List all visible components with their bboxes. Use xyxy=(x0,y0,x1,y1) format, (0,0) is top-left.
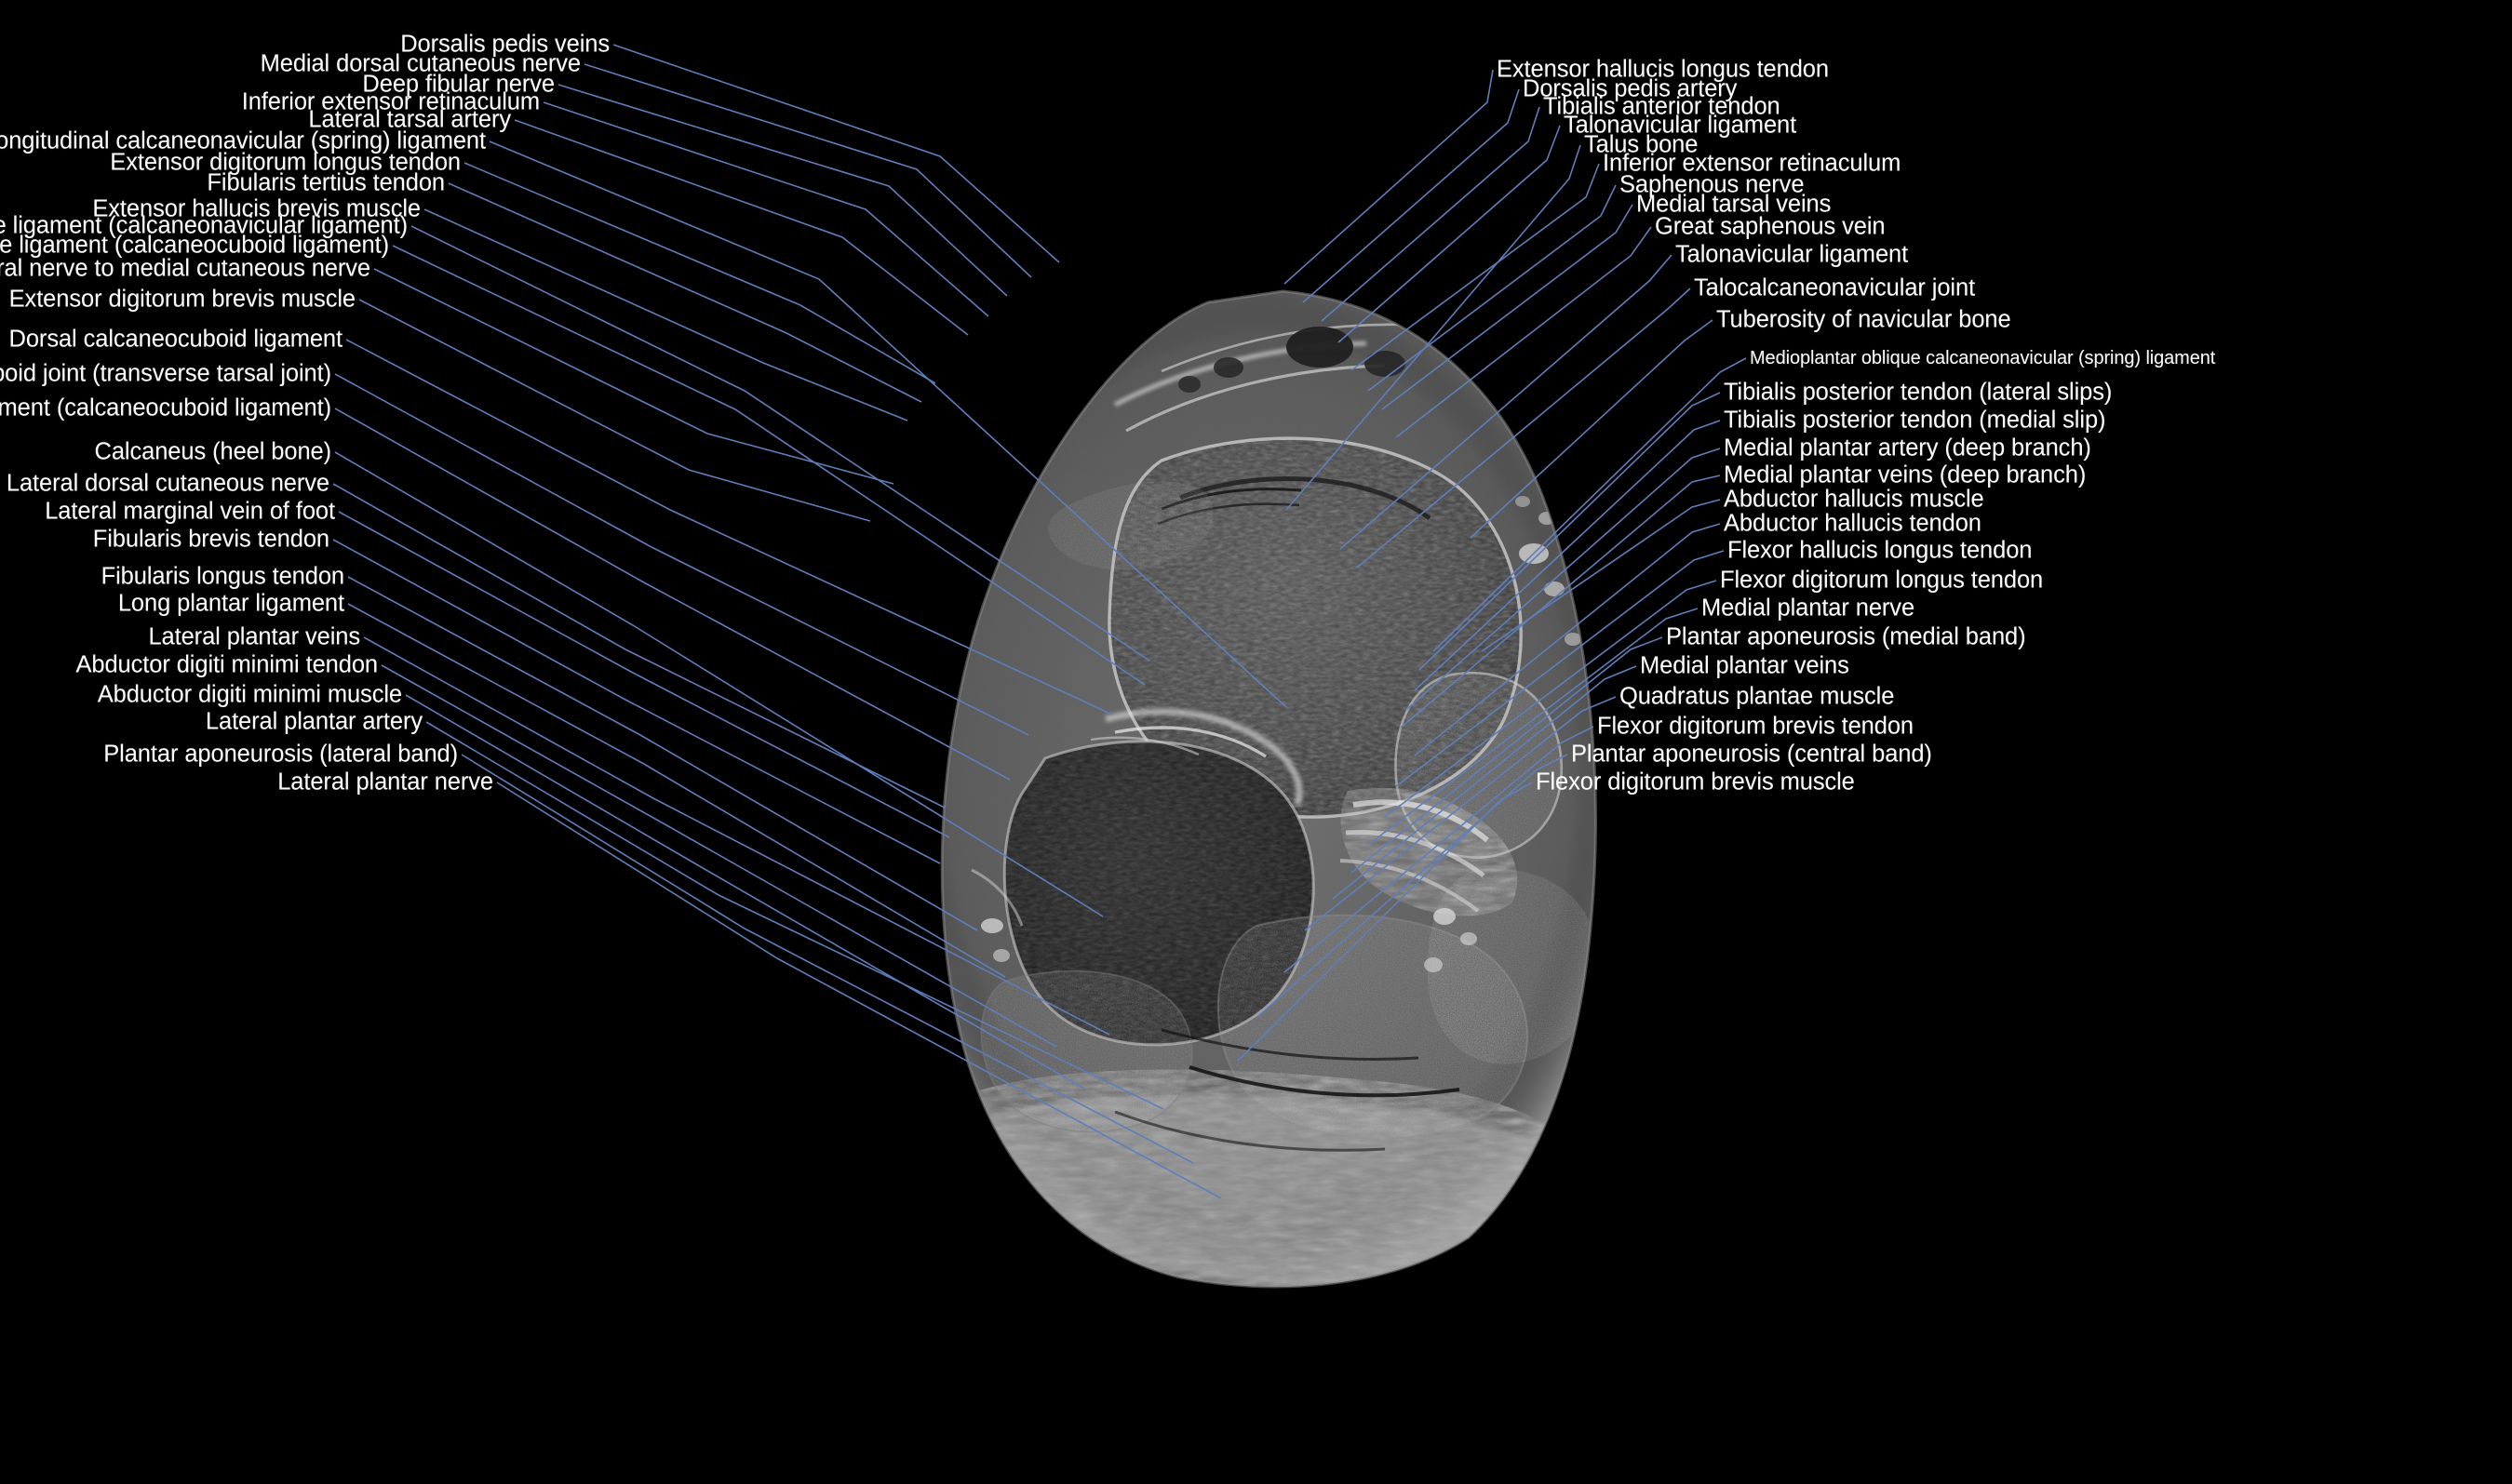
annotation-label: Tuberosity of navicular bone xyxy=(1716,306,2011,333)
leader-line xyxy=(423,208,908,421)
annotation-label: Medioplantar oblique calcaneonavicular (… xyxy=(1750,348,2216,368)
annotation-label: Inferior extensor retinaculum xyxy=(241,88,540,115)
mri-axial-foot-image xyxy=(882,274,1636,1307)
annotation-label: Flexor digitorum brevis muscle xyxy=(1536,769,1855,795)
annotation-label: Quadratus plantae muscle xyxy=(1619,683,1895,710)
annotation-label: Fibularis brevis tendon xyxy=(92,526,329,553)
annotation-label: Talus bone xyxy=(1584,131,1699,158)
leader-line xyxy=(448,182,922,403)
annotation-label: Plantar aponeurosis (lateral band) xyxy=(103,741,458,768)
leader-line xyxy=(557,84,1008,297)
annotation-label: Flexor digitorum longus tendon xyxy=(1720,567,2044,594)
leader-line xyxy=(358,299,871,522)
annotation-label: Lateral plantar veins xyxy=(148,623,360,650)
annotation-label: Plantar aponeurosis (medial band) xyxy=(1666,623,2026,650)
annotation-label: Extensor hallucis brevis muscle xyxy=(92,195,421,222)
annotation-label: Tibialis posterior tendon (medial slip) xyxy=(1724,407,2106,434)
leader-line xyxy=(1302,88,1520,303)
annotation-label: Fibularis longus tendon xyxy=(101,563,344,590)
annotation-label: Long plantar ligament xyxy=(117,590,344,617)
leader-line xyxy=(612,44,1060,263)
mri-scan-graphic xyxy=(882,274,1636,1307)
annotation-label: Lateral plantar nerve xyxy=(277,769,493,795)
annotation-label: Medial plantar nerve xyxy=(1701,595,1915,622)
annotation-label: Medial dorsal cutaneous nerve xyxy=(260,50,581,77)
annotation-label: Medial plantar artery (deep branch) xyxy=(1724,435,2091,461)
annotation-label: Lateral marginal vein of foot xyxy=(45,498,335,525)
annotation-label: Flexor hallucis longus tendon xyxy=(1727,537,2033,564)
annotation-label: Short plantar ligament (calcaneocuboid l… xyxy=(0,394,331,421)
annotation-label: Extensor digitorum brevis muscle xyxy=(8,286,356,313)
annotation-label: Lateral plantar artery xyxy=(205,708,423,735)
annotation-label: Medial tarsal veins xyxy=(1636,191,1832,218)
leader-line xyxy=(584,63,1032,278)
annotation-label: Dorsalis pedis veins xyxy=(400,31,610,58)
annotation-label: Inferoplantar longitudinal calcaneonavic… xyxy=(0,127,486,154)
annotation-label: Abductor hallucis muscle xyxy=(1724,486,1984,513)
leader-line xyxy=(463,162,936,384)
annotation-label: Medial plantar veins (deep branch) xyxy=(1724,461,2087,488)
annotation-label: Talonavicular ligament xyxy=(1675,241,1909,268)
annotation-label: Talocalcaneonavicular joint xyxy=(1694,274,1976,301)
leader-line xyxy=(373,268,894,485)
leader-line xyxy=(332,539,941,864)
annotation-label: Abductor hallucis tendon xyxy=(1724,510,1981,537)
annotation-label: Calcaneus (heel bone) xyxy=(94,438,332,465)
annotation-label: Abductor digiti minimi muscle xyxy=(97,681,402,708)
annotation-label: Flexor digitorum brevis tendon xyxy=(1597,713,1914,740)
annotation-label: Fibularis tertius tendon xyxy=(207,169,445,196)
annotation-label: Abductor digiti minimi tendon xyxy=(75,651,378,678)
annotation-label: Dorsal calcaneocuboid ligament xyxy=(8,326,343,353)
annotation-label: Deep fibular nerve xyxy=(362,71,555,98)
annotation-label: Plantar aponeurosis (central band) xyxy=(1571,741,1932,768)
annotation-label: Lateral tarsal artery xyxy=(308,106,511,133)
annotation-label: Anastomotic branch of sural nerve to med… xyxy=(0,255,370,282)
annotation-label: Saphenous nerve xyxy=(1619,171,1805,198)
annotation-label: Extensor digitorum longus tendon xyxy=(110,149,461,176)
annotation-label: Extensor hallucis longus tendon xyxy=(1497,56,1829,83)
annotation-label: Tibialis anterior tendon xyxy=(1543,93,1780,120)
leader-line xyxy=(1283,69,1494,285)
annotation-label: Bifurcate ligament (calcaneocuboid ligam… xyxy=(0,232,389,259)
annotation-label: Talonavicular ligament xyxy=(1564,112,1797,139)
annotation-label: Dorsalis pedis artery xyxy=(1523,75,1738,102)
annotation-label: Inferior extensor retinaculum xyxy=(1603,150,1901,177)
annotation-label: Bifurcate ligament (calcaneonavicular li… xyxy=(0,212,408,239)
annotation-label: Lateral dorsal cutaneous nerve xyxy=(6,470,329,497)
annotation-label: Great saphenous vein xyxy=(1655,213,1886,240)
annotation-label: Tibialis posterior tendon (lateral slips… xyxy=(1724,379,2113,406)
annotation-label: Medial plantar veins xyxy=(1640,652,1849,679)
annotation-label: Calcaneocuboid joint (transverse tarsal … xyxy=(0,360,331,387)
